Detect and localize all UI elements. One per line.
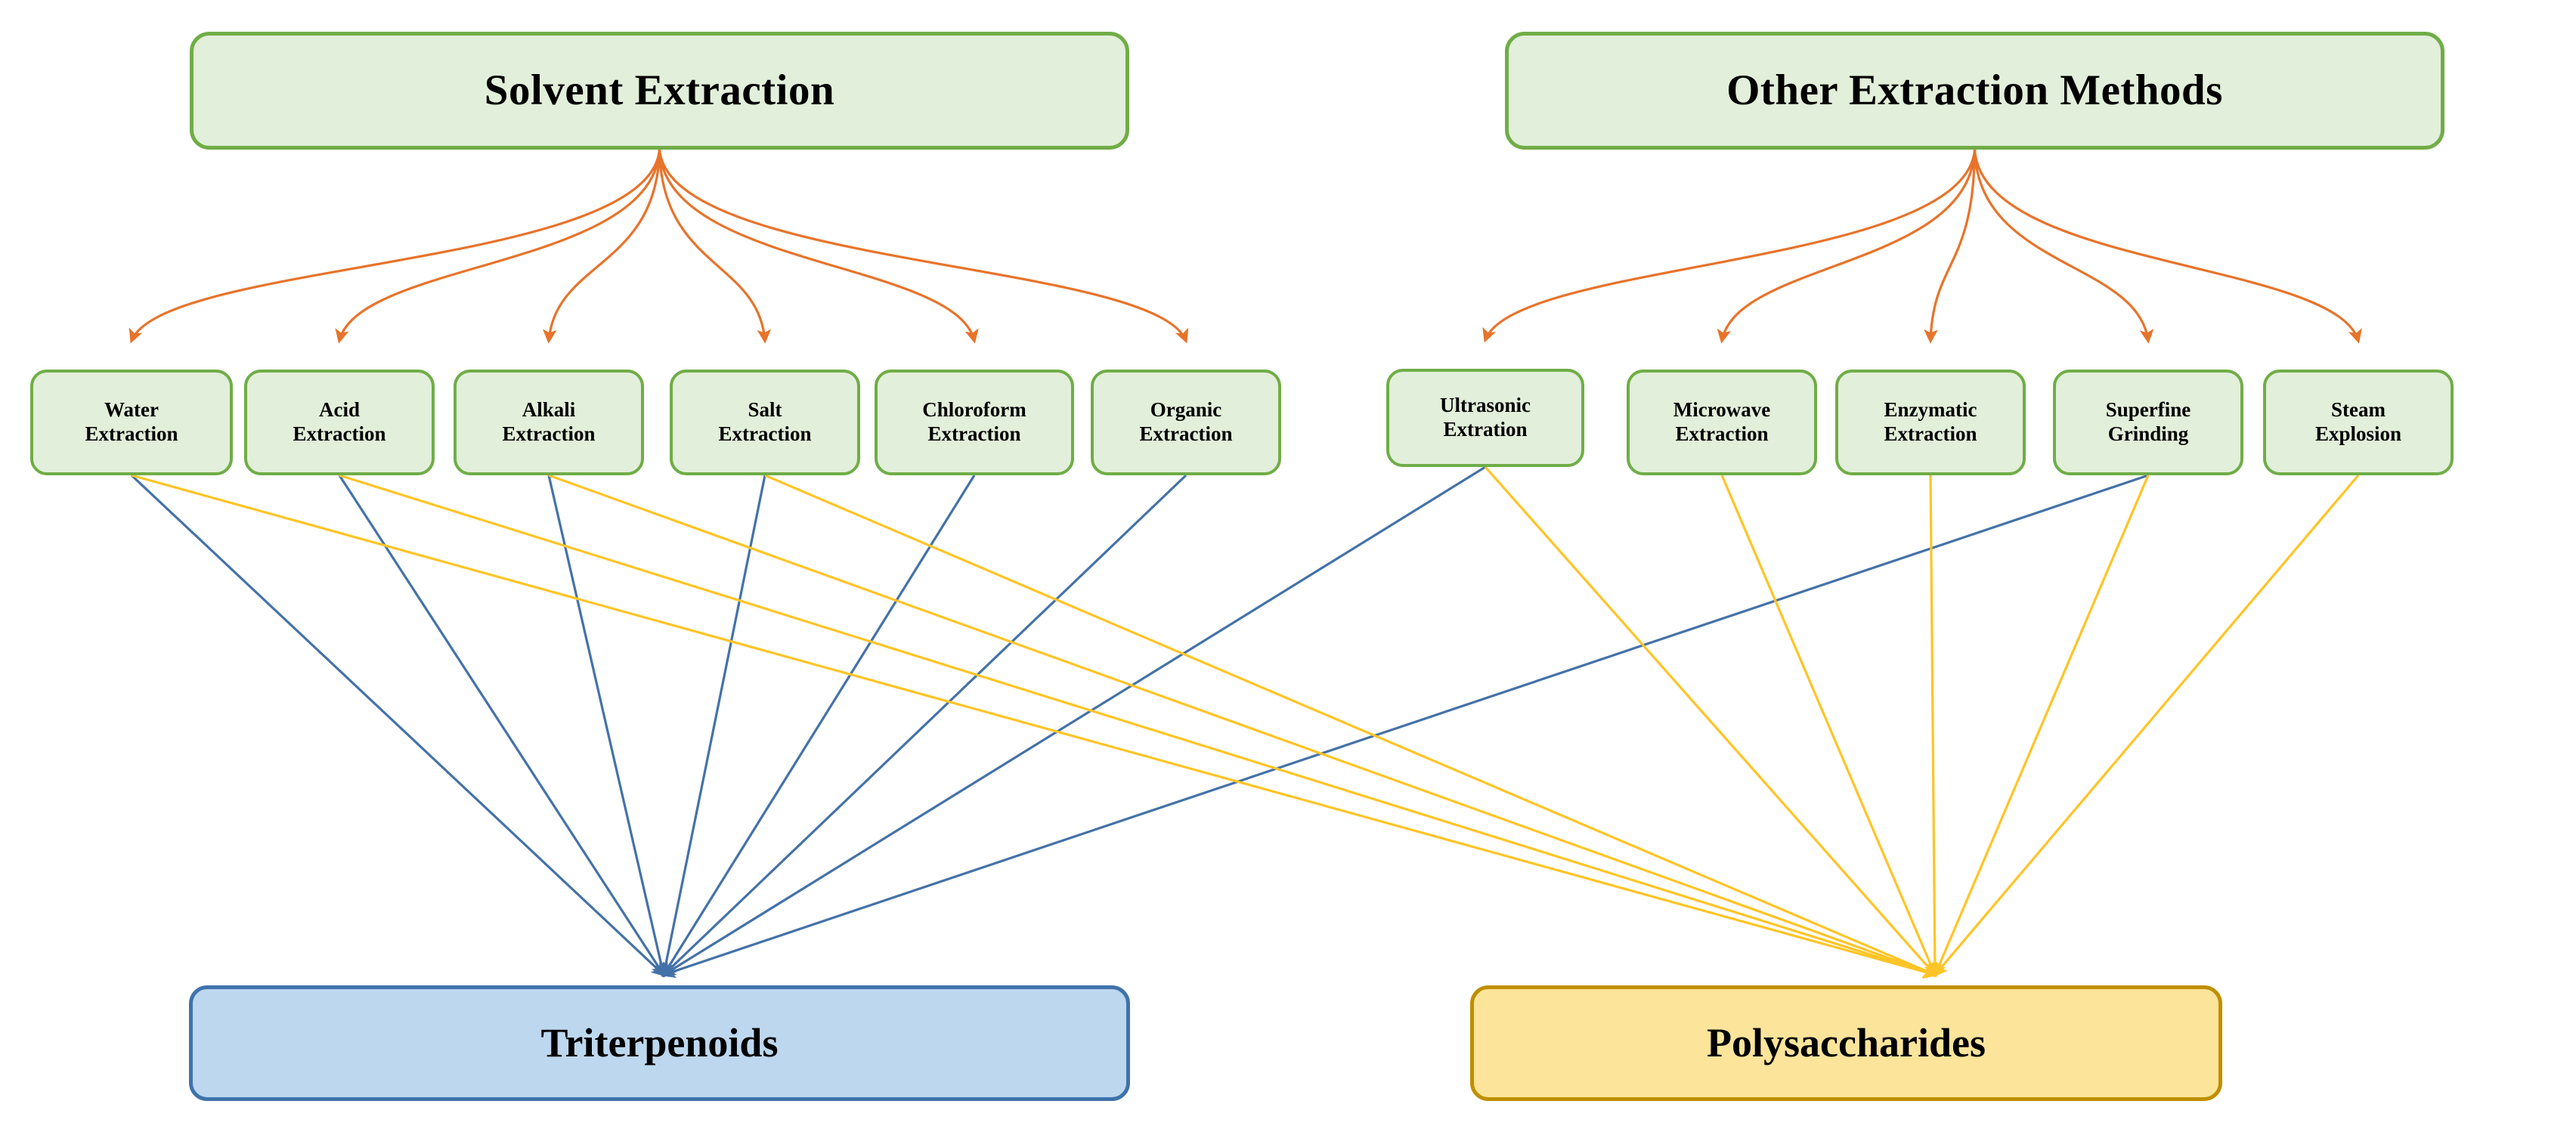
link-superfine-to-triterpenoids [661,474,2149,979]
arrow-other-to-steam [1973,149,2362,344]
arrow-other-to-ultrasonic [1482,149,1977,343]
method-node-label: Microwave Extraction [1673,398,1771,445]
method-node-label: Ultrasonic Extration [1440,394,1531,441]
output-node-label: Triterpenoids [540,1019,779,1065]
output-node-triterpenoids[interactable]: Triterpenoids [189,985,1130,1101]
method-node-chloroform[interactable]: Chloroform Extraction [875,370,1074,475]
method-node-organic[interactable]: Organic Extraction [1091,370,1281,475]
link-acid-to-polysaccharides [339,474,1938,979]
group-header-label: Solvent Extraction [484,66,835,115]
link-ultrasonic-to-polysaccharides [1484,465,1937,977]
arrow-solvent-to-alkali [542,149,661,344]
method-node-superfine[interactable]: Superfine Grinding [2053,370,2243,475]
arrow-other-to-superfine [1973,149,2154,344]
arrow-solvent-to-salt [658,149,772,344]
output-node-label: Polysaccharides [1707,1019,1986,1065]
link-ultrasonic-to-triterpenoids [661,465,1486,976]
arrow-other-to-microwave [1717,149,1977,344]
link-alkali-to-polysaccharides [548,474,1938,978]
method-node-label: Water Extraction [85,398,178,445]
arrow-solvent-to-acid [335,149,661,344]
link-salt-to-polysaccharides [764,474,1938,977]
link-water-to-triterpenoids [130,474,666,977]
method-node-steam[interactable]: Steam Explosion [2263,370,2454,475]
method-node-ultrasonic[interactable]: Ultrasonic Extration [1386,369,1584,467]
method-node-acid[interactable]: Acid Extraction [244,370,435,475]
method-node-label: Acid Extraction [293,398,386,445]
method-node-label: Alkali Extraction [502,398,596,445]
method-node-salt[interactable]: Salt Extraction [670,370,860,475]
method-to-output-links [130,465,2360,979]
link-steam-to-polysaccharides [1933,474,2360,977]
link-organic-to-triterpenoids [661,474,1187,977]
method-node-label: Organic Extraction [1139,398,1233,445]
arrow-solvent-to-organic [658,149,1189,344]
method-node-water[interactable]: Water Extraction [30,370,233,475]
link-superfine-to-polysaccharides [1933,475,2150,978]
method-node-enzymatic[interactable]: Enzymatic Extraction [1835,370,2026,475]
group-header-label: Other Extraction Methods [1726,66,2223,115]
group-header-other[interactable]: Other Extraction Methods [1505,32,2444,150]
method-node-microwave[interactable]: Microwave Extraction [1627,370,1817,475]
method-node-label: Salt Extraction [718,398,812,445]
arrow-solvent-to-chloroform [658,149,979,344]
link-salt-to-triterpenoids [658,475,766,978]
method-node-alkali[interactable]: Alkali Extraction [454,370,644,475]
method-node-label: Chloroform Extraction [922,398,1026,445]
arrow-solvent-to-water [128,149,661,344]
link-chloroform-to-triterpenoids [662,475,976,978]
method-node-label: Superfine Grinding [2105,398,2191,445]
method-node-label: Steam Explosion [2314,398,2402,445]
link-enzymatic-to-polysaccharides [1927,475,1943,978]
link-acid-to-triterpenoids [338,475,666,978]
link-microwave-to-polysaccharides [1720,475,1937,978]
arrow-other-to-enzymatic [1924,149,1977,344]
method-node-label: Enzymatic Extraction [1884,398,1977,445]
header-to-method-arrows [128,149,2362,344]
link-water-to-polysaccharides [131,474,1938,979]
output-node-polysaccharides[interactable]: Polysaccharides [1470,985,2222,1101]
group-header-solvent[interactable]: Solvent Extraction [190,32,1129,150]
link-alkali-to-triterpenoids [547,475,668,978]
